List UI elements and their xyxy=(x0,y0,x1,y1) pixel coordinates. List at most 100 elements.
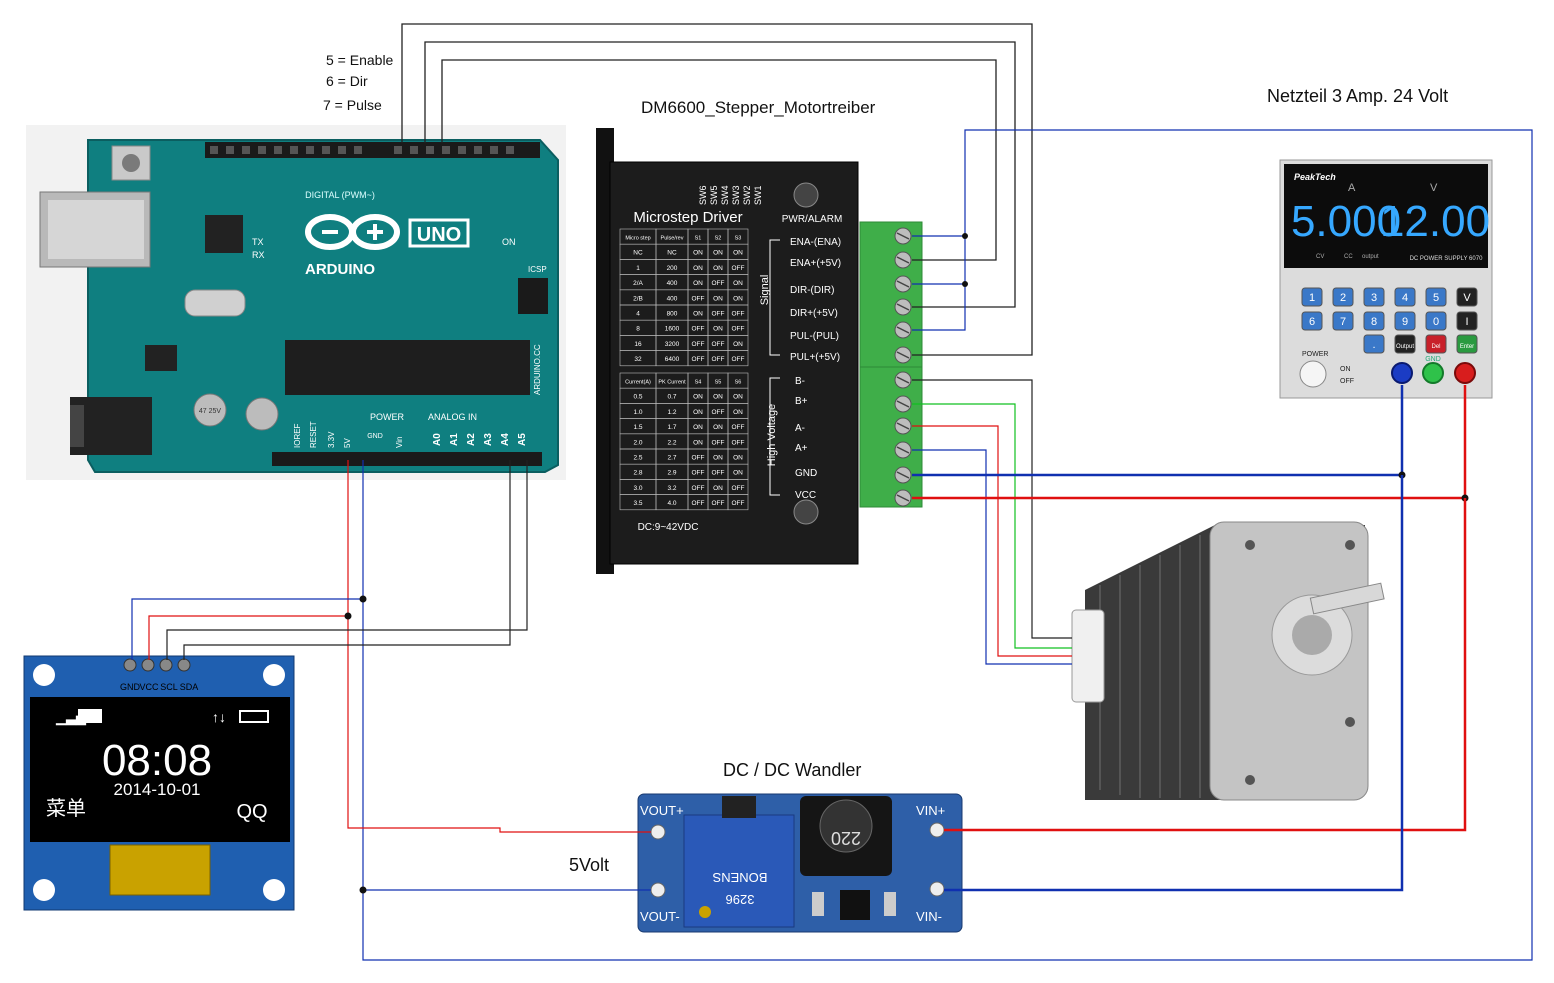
driver-dc-range: DC:9~42VDC xyxy=(638,522,699,533)
stepper-motor xyxy=(1071,521,1385,801)
wire-coil-b-minus xyxy=(912,379,1072,639)
current-table-cell: 1.0 xyxy=(633,409,642,416)
psu-key-label: 3 xyxy=(1371,292,1377,304)
oled-mail-icon xyxy=(78,709,102,723)
micro-table-cell: 400 xyxy=(667,295,678,302)
terminal-screw-slot xyxy=(896,351,910,359)
terminal-screw-slot xyxy=(896,400,910,408)
wire-enable xyxy=(401,23,1033,356)
label-pin7-pulse: 7 = Pulse xyxy=(323,97,382,113)
micro-table-cell: 800 xyxy=(667,311,678,318)
arduino-model-text: UNO xyxy=(417,224,461,246)
current-table-cell: OFF xyxy=(732,424,745,431)
micro-table-cell: OFF xyxy=(732,356,745,363)
psu-gnd-terminal xyxy=(1422,362,1444,384)
oled-pin-vcc: VCC xyxy=(139,682,159,692)
arduino-gnd-label: GND xyxy=(367,433,383,440)
psu-off-label: OFF xyxy=(1340,378,1354,385)
psu-current-unit: A xyxy=(1348,182,1356,194)
psu-key[interactable] xyxy=(1394,311,1416,331)
current-table-cell: 4.0 xyxy=(667,500,676,507)
psu-key[interactable] xyxy=(1301,311,1323,331)
psu-key[interactable] xyxy=(1425,311,1447,331)
micro-table-header: Micro step xyxy=(625,236,650,242)
current-table-cell: ON xyxy=(713,485,723,492)
dcdc-vout-minus: VOUT- xyxy=(640,909,680,924)
driver-title: DM6600_Stepper_Motortreiber xyxy=(641,98,876,117)
terminal-screw-slot xyxy=(896,376,910,384)
wire-dcdc-vout-plus xyxy=(347,460,651,833)
arduino-a0-label: A0 xyxy=(432,433,443,446)
psu-key[interactable] xyxy=(1456,334,1478,354)
micro-table-cell: OFF xyxy=(732,265,745,272)
driver-hv-label: High Voltage xyxy=(766,404,778,466)
psu-key-label: 4 xyxy=(1402,292,1408,304)
micro-table-cell: ON xyxy=(693,265,703,272)
current-table-cell: ON xyxy=(733,455,743,462)
psu-key-label: . xyxy=(1372,339,1375,351)
terminal-screw-slot xyxy=(896,256,910,264)
motor-connector xyxy=(1071,609,1105,703)
driver-terminal-label: ENA+(+5V) xyxy=(790,258,841,269)
psu-key[interactable] xyxy=(1456,311,1478,331)
current-table-cell: 2.8 xyxy=(633,470,642,477)
micro-table-cell: OFF xyxy=(732,311,745,318)
micro-table-header: S2 xyxy=(715,236,722,242)
wire-dcdc-vin-plus xyxy=(944,498,1467,832)
micro-table-cell: ON xyxy=(733,295,743,302)
wire-oled-gnd xyxy=(131,598,363,660)
psu-key[interactable] xyxy=(1301,287,1323,307)
psu-key[interactable] xyxy=(1363,311,1385,331)
psu-key[interactable] xyxy=(1456,287,1478,307)
arduino-logo-text: ARDUINO xyxy=(305,261,375,278)
arduino-uno-board: UNO ARDUINO DIGITAL (PWM~) ON TX RX ICSP… xyxy=(26,125,566,480)
psu-key[interactable] xyxy=(1363,287,1385,307)
micro-table-cell: OFF xyxy=(712,311,725,318)
psu-key[interactable] xyxy=(1332,287,1354,307)
micro-table-cell: ON xyxy=(733,341,743,348)
terminal-screw-slot xyxy=(896,326,910,334)
micro-table-cell: OFF xyxy=(692,341,705,348)
micro-table-cell: 1 xyxy=(636,265,640,272)
oled-pin-sda: SDA xyxy=(180,682,199,692)
psu-minus-terminal xyxy=(1391,362,1413,384)
oled-transfer-icon: ↑↓ xyxy=(212,709,226,725)
psu-key[interactable] xyxy=(1394,334,1416,354)
arduino-vin-label: Vin xyxy=(395,437,404,448)
terminal-screw-slot xyxy=(896,471,910,479)
micro-table-cell: 1600 xyxy=(665,326,680,333)
psu-current-display: 5.000 xyxy=(1291,197,1401,246)
driver-terminal-labels: ENA-(ENA)ENA+(+5V)DIR-(DIR)DIR+(+5V)PUL-… xyxy=(790,237,841,501)
micro-table-cell: 6400 xyxy=(665,356,680,363)
psu-key[interactable] xyxy=(1425,287,1447,307)
psu-power-button[interactable] xyxy=(1299,360,1327,388)
psu-plus-terminal xyxy=(1454,362,1476,384)
current-table-header: Current(A) xyxy=(625,380,651,386)
current-table-cell: ON xyxy=(733,470,743,477)
micro-table-cell: 8 xyxy=(636,326,640,333)
wire-coil-a-minus xyxy=(912,425,1072,657)
current-table-cell: ON xyxy=(733,394,743,401)
psu-key[interactable] xyxy=(1332,311,1354,331)
psu-key[interactable] xyxy=(1363,334,1385,354)
micro-table-cell: NC xyxy=(633,250,643,257)
psu-key[interactable] xyxy=(1394,287,1416,307)
current-table-cell: ON xyxy=(693,409,703,416)
current-table-cell: OFF xyxy=(692,470,705,477)
dcdc-vin-minus: VIN- xyxy=(916,909,942,924)
terminal-screw-slot xyxy=(896,422,910,430)
psu-key[interactable] xyxy=(1425,334,1447,354)
arduino-5v-label: 5V xyxy=(343,438,352,448)
current-table-cell: OFF xyxy=(692,500,705,507)
terminal-screw-slot xyxy=(896,446,910,454)
current-table-cell: OFF xyxy=(712,470,725,477)
current-table-cell-frame xyxy=(727,494,749,511)
current-table-cell: OFF xyxy=(732,439,745,446)
arduino-power-label: POWER xyxy=(370,412,405,422)
psu-key-label: 7 xyxy=(1340,316,1346,328)
arduino-digital-label: DIGITAL (PWM~) xyxy=(305,190,375,200)
driver-header: Microstep Driver xyxy=(633,209,742,226)
oled-menu: 菜单 xyxy=(46,797,86,820)
